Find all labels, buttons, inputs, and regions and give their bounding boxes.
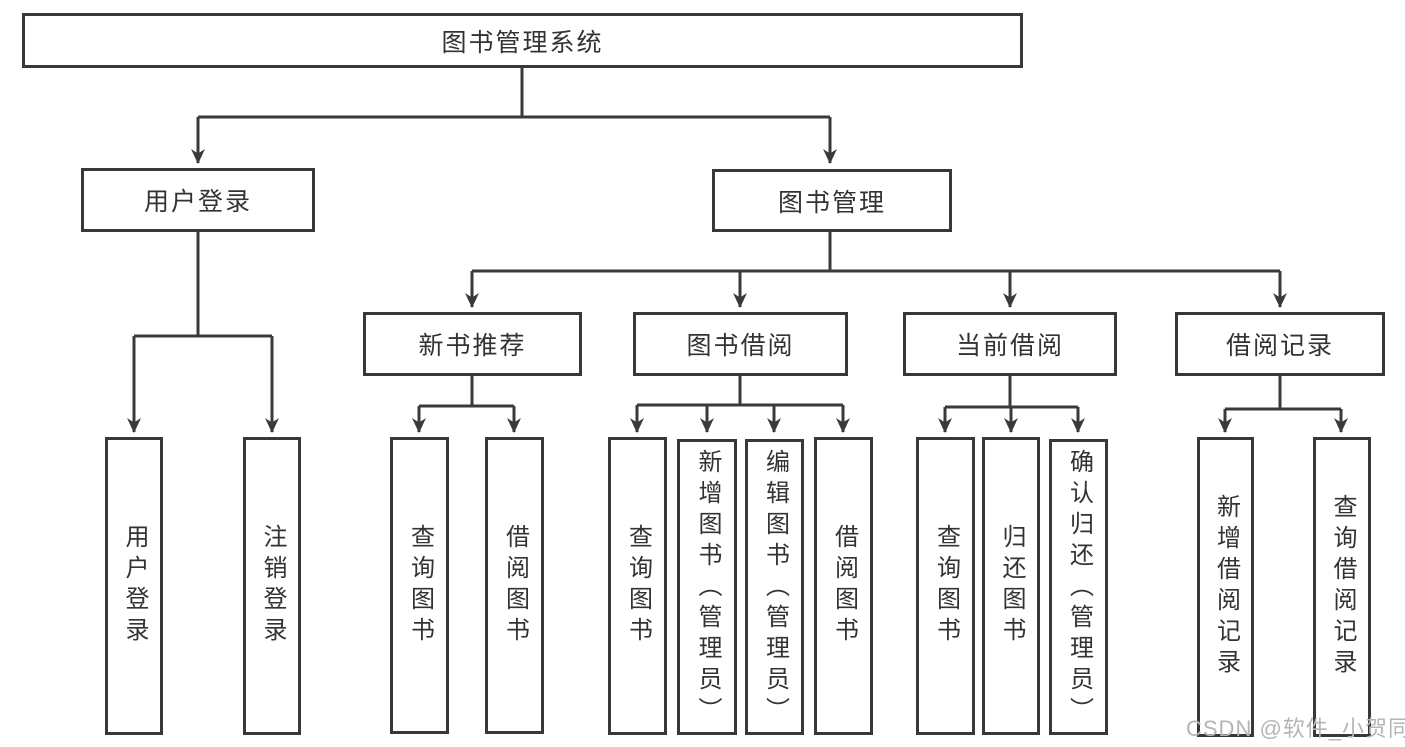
leaf-borrow-borrow-book: 借阅图书: [814, 437, 873, 735]
leaf-current-return-book: 归还图书: [982, 437, 1040, 735]
leaf-record-query-label: 查询借阅记录: [1329, 494, 1356, 680]
node-new-book-recommend: 新书推荐: [363, 312, 582, 376]
leaf-logout-label: 注销登录: [259, 524, 286, 648]
leaf-user-login: 用户登录: [105, 437, 163, 735]
node-borrow-record: 借阅记录: [1175, 312, 1385, 376]
leaf-record-add-label: 新增借阅记录: [1212, 494, 1240, 680]
node-current-borrow: 当前借阅: [903, 312, 1117, 376]
node-book-borrow: 图书借阅: [633, 312, 848, 376]
leaf-borrow-edit-book-admin: 编辑图书（管理员）: [745, 439, 804, 735]
root-node-library-system: 图书管理系统: [22, 13, 1023, 68]
leaf-current-confirm-return-admin-label: 确认归还（管理员）: [1065, 449, 1093, 728]
leaf-current-return-book-label: 归还图书: [998, 524, 1025, 648]
leaf-borrow-add-book-admin: 新增图书（管理员）: [677, 439, 737, 735]
leaf-borrow-edit-book-admin-label: 编辑图书（管理员）: [761, 449, 789, 728]
node-book-management: 图书管理: [712, 169, 952, 232]
leaf-borrow-query-book-label: 查询图书: [624, 524, 652, 648]
leaf-current-query-book: 查询图书: [916, 437, 975, 735]
leaf-record-query: 查询借阅记录: [1313, 437, 1371, 737]
leaf-user-login-label: 用户登录: [121, 524, 148, 648]
leaf-current-confirm-return-admin: 确认归还（管理员）: [1049, 439, 1108, 735]
leaf-record-add: 新增借阅记录: [1197, 437, 1254, 737]
leaf-recommend-query-book: 查询图书: [390, 437, 449, 734]
leaf-logout: 注销登录: [243, 437, 301, 735]
leaf-recommend-borrow-book: 借阅图书: [485, 437, 544, 734]
node-user-login: 用户登录: [81, 168, 315, 232]
leaf-current-query-book-label: 查询图书: [932, 524, 960, 648]
leaf-borrow-add-book-admin-label: 新增图书（管理员）: [694, 449, 721, 728]
leaf-recommend-borrow-book-label: 借阅图书: [501, 523, 529, 648]
leaf-recommend-query-book-label: 查询图书: [406, 523, 434, 648]
leaf-borrow-borrow-book-label: 借阅图书: [830, 524, 858, 648]
leaf-borrow-query-book: 查询图书: [608, 437, 667, 735]
csdn-watermark: CSDN @软件_小贺同学: [1186, 716, 1405, 741]
